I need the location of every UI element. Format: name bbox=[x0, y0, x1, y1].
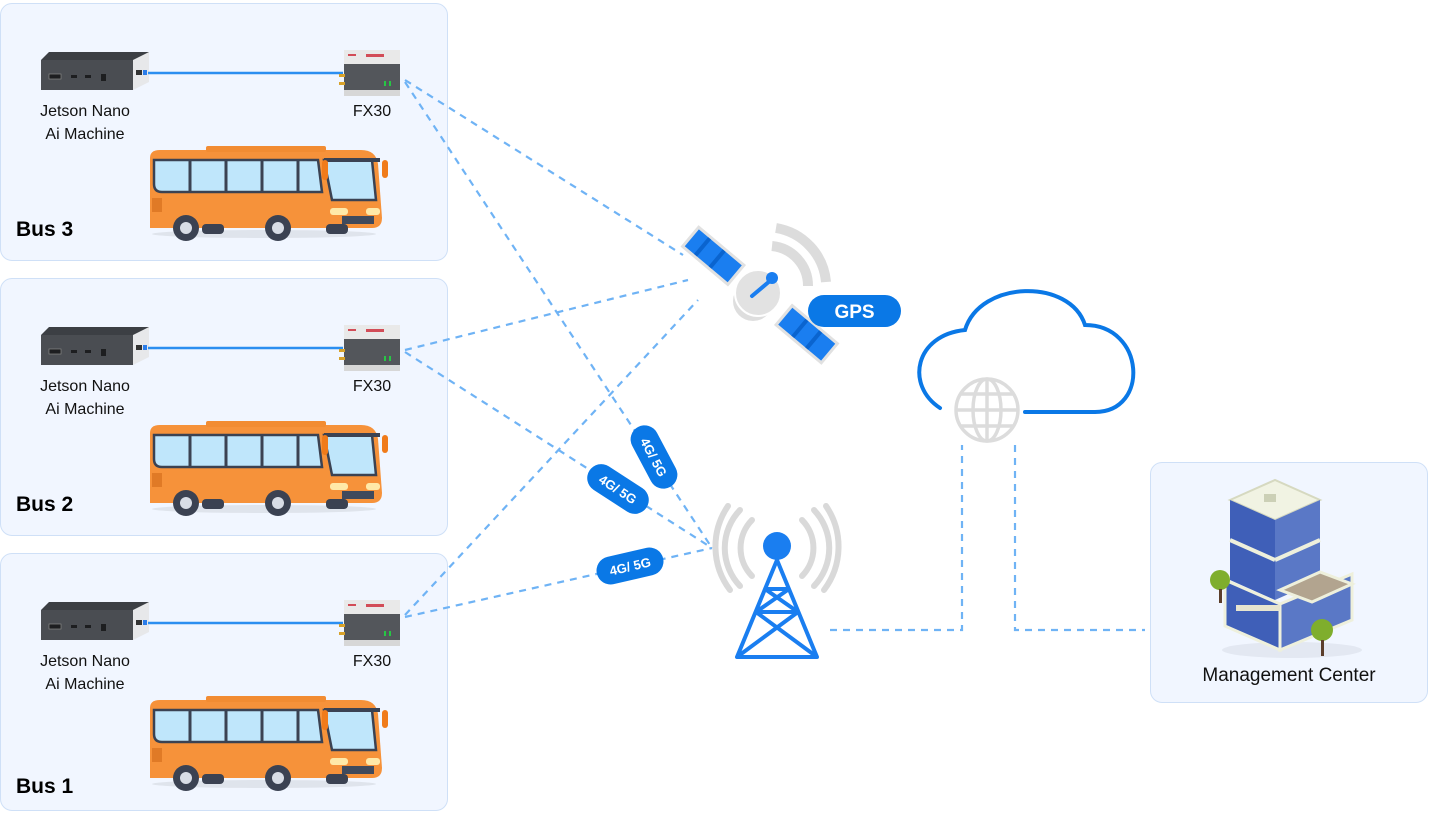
fx30-router-icon bbox=[339, 50, 400, 96]
jetson-nano-device-icon bbox=[40, 326, 150, 366]
jetson-nano-device-icon bbox=[40, 601, 150, 641]
bus-1-label: Bus 1 bbox=[16, 775, 74, 798]
link-bus1-tower bbox=[404, 546, 713, 619]
bus-2-group bbox=[40, 325, 400, 518]
bus-2-label: Bus 2 bbox=[16, 493, 74, 516]
bus-3-label: Bus 3 bbox=[16, 218, 74, 241]
fx30-label-bus2: FX30 bbox=[352, 378, 392, 395]
office-building-icon bbox=[1210, 478, 1362, 658]
gps-satellite-icon bbox=[680, 223, 840, 365]
jetson-label-line1: Jetson Nano bbox=[40, 653, 130, 670]
cellular-badge-1: 4G/ 5G bbox=[630, 425, 678, 489]
jetson-label-bus2: Jetson Nano Ai Machine bbox=[20, 375, 150, 421]
fx30-router-icon bbox=[339, 600, 400, 646]
bus-icon bbox=[148, 694, 390, 793]
wireless-links bbox=[404, 79, 1145, 632]
gps-label: GPS bbox=[834, 302, 874, 323]
jetson-label-line1: Jetson Nano bbox=[40, 378, 130, 395]
fx30-label-bus3: FX30 bbox=[352, 103, 392, 120]
link-bus3-tower bbox=[404, 81, 713, 549]
jetson-label-line2: Ai Machine bbox=[45, 126, 125, 143]
link-bus1-gps bbox=[404, 299, 699, 616]
cell-tower-icon bbox=[712, 503, 842, 659]
fx30-router-icon bbox=[339, 325, 400, 371]
jetson-label-bus1: Jetson Nano Ai Machine bbox=[20, 650, 150, 696]
bus-icon bbox=[148, 144, 390, 243]
jetson-label-line2: Ai Machine bbox=[45, 676, 125, 693]
globe-icon bbox=[954, 377, 1020, 443]
bus-icon bbox=[148, 419, 390, 518]
link-bus3-gps bbox=[404, 79, 684, 256]
bus-3-group bbox=[40, 50, 400, 243]
fx30-label-bus1: FX30 bbox=[352, 653, 392, 670]
management-center-label: Management Center bbox=[1202, 665, 1376, 686]
jetson-label-line1: Jetson Nano bbox=[40, 103, 130, 120]
jetson-label-bus3: Jetson Nano Ai Machine bbox=[20, 100, 150, 146]
link-bus2-gps bbox=[404, 278, 689, 352]
cellular-badge-2: 4G/ 5G bbox=[587, 464, 649, 514]
jetson-label-line2: Ai Machine bbox=[45, 401, 125, 418]
gps-badge: GPS bbox=[808, 295, 901, 327]
link-cloud-management bbox=[1013, 445, 1145, 632]
jetson-nano-device-icon bbox=[40, 51, 150, 91]
link-tower-cloud bbox=[830, 445, 964, 632]
cloud-icon bbox=[917, 289, 1136, 414]
bus-1-group bbox=[40, 600, 400, 793]
cellular-badge-3: 4G/ 5G bbox=[596, 547, 664, 585]
